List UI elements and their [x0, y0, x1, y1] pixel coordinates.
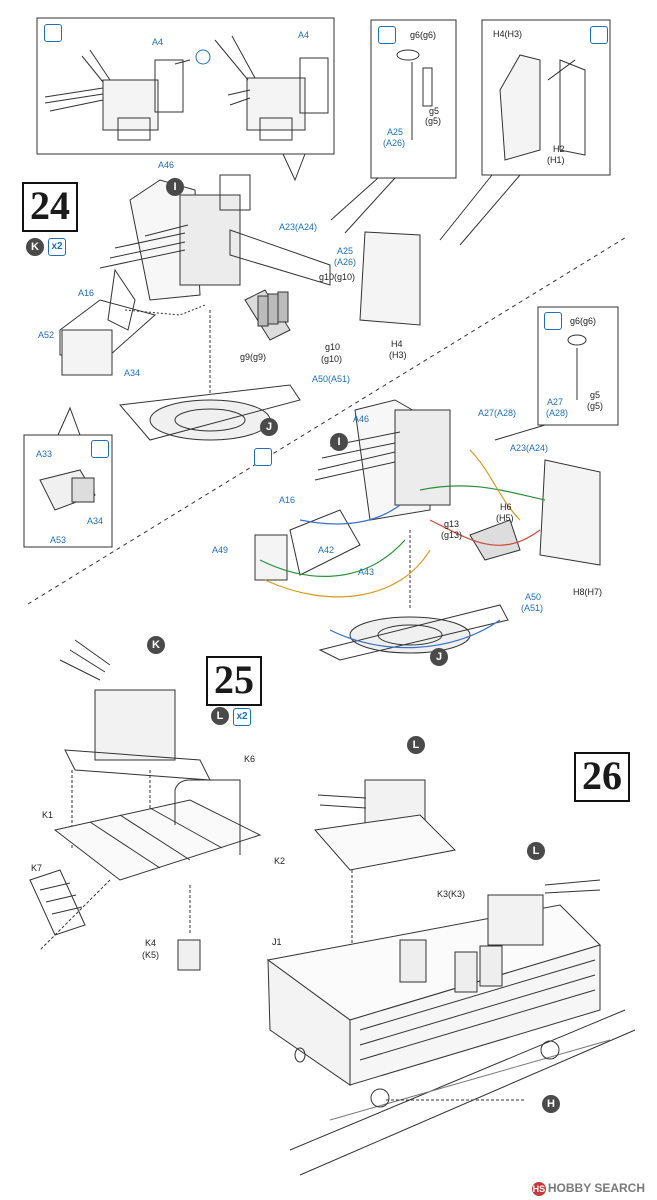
- label-a16: A16: [78, 288, 95, 298]
- step24-assembly: [23, 174, 421, 548]
- label-g5-2: g5: [590, 390, 601, 400]
- label-h4: H4: [391, 339, 403, 349]
- marker-i-2: I: [330, 433, 348, 451]
- label-g10b: g10: [325, 342, 341, 352]
- marker-l-2: L: [407, 736, 425, 754]
- glue-icon-3: [590, 26, 608, 44]
- marker-k-2: K: [147, 636, 165, 654]
- gun-sketch-right: [214, 35, 329, 141]
- label-g9: g9(g9): [240, 352, 267, 362]
- label-h2: H2: [553, 144, 565, 154]
- label-h1: (H1): [547, 155, 565, 165]
- marker-i: I: [166, 178, 184, 196]
- step26-assembly: [266, 779, 636, 1176]
- label-a26-inset: (A26): [383, 138, 406, 148]
- hobby-search-logo-icon: HS: [531, 1181, 546, 1196]
- label-g6-2: g6(g6): [570, 316, 597, 326]
- label-a46: A46: [158, 160, 175, 170]
- label-a27a28: A27(A28): [478, 408, 517, 418]
- label-g5b: (g5): [425, 116, 442, 126]
- label-a28-inset: (A28): [546, 408, 569, 418]
- label-g6: g6(g6): [410, 30, 437, 40]
- label-a51: (A51): [521, 603, 544, 613]
- label-a43: A43: [358, 567, 375, 577]
- label-k1: K1: [42, 810, 54, 820]
- label-a16-2: A16: [279, 495, 296, 505]
- label-g13b: (g13): [441, 530, 463, 540]
- times-two-icon-2: x2: [233, 708, 251, 726]
- label-h8h7: H8(H7): [573, 587, 603, 597]
- times-two-icon: x2: [48, 238, 66, 256]
- label-g5: g5: [429, 106, 440, 116]
- step-number-24: 24: [22, 182, 78, 232]
- label-k2: K2: [274, 856, 286, 866]
- marker-j: J: [260, 418, 278, 436]
- marker-h: H: [542, 1095, 560, 1113]
- footer-brand: HOBBY SEARCH: [547, 1181, 645, 1195]
- label-a23a24-2: A23(A24): [510, 443, 549, 453]
- rotate-icon: [254, 448, 272, 466]
- label-a4-right: A4: [298, 30, 310, 40]
- label-h4h3: H4(H3): [493, 29, 523, 39]
- label-k7: K7: [31, 863, 43, 873]
- label-h5: (H5): [496, 513, 514, 523]
- label-h3: (H3): [389, 350, 407, 360]
- marker-j-2: J: [430, 648, 448, 666]
- glue-icon: [44, 24, 62, 42]
- glue-icon-4: [91, 440, 109, 458]
- step25-assembly: [29, 639, 262, 971]
- marker-k: K: [26, 238, 44, 256]
- step24b-assembly: [254, 399, 601, 661]
- label-a27-inset: A27: [547, 397, 564, 407]
- step-number-25: 25: [206, 656, 262, 706]
- label-a50: A50: [525, 592, 542, 602]
- label-a42: A42: [318, 545, 335, 555]
- marker-l-3: L: [527, 842, 545, 860]
- glue-icon-5: [544, 312, 562, 330]
- glue-icon-2: [378, 26, 396, 44]
- label-g13: g13: [444, 519, 460, 529]
- label-k6: K6: [244, 754, 256, 764]
- label-a34-inset: A34: [87, 516, 104, 526]
- label-a52: A52: [38, 330, 55, 340]
- label-k4: K4: [145, 938, 157, 948]
- gun-sketch-left: [44, 49, 191, 141]
- label-g10a: g10(g10): [319, 272, 356, 282]
- label-a4-left: A4: [152, 37, 164, 47]
- label-a50a51: A50(A51): [312, 374, 351, 384]
- label-a25: A25: [337, 246, 354, 256]
- label-k5: (K5): [142, 950, 160, 960]
- label-g10c: (g10): [321, 354, 343, 364]
- label-k3: K3(K3): [437, 889, 466, 899]
- label-a23a24: A23(A24): [279, 222, 318, 232]
- label-a33: A33: [36, 449, 53, 459]
- label-h6: H6: [500, 502, 512, 512]
- label-j1: J1: [272, 937, 282, 947]
- label-a26: (A26): [334, 257, 357, 267]
- label-g5b-2: (g5): [587, 401, 604, 411]
- marker-l: L: [211, 707, 229, 725]
- label-a53: A53: [50, 535, 67, 545]
- label-a34: A34: [124, 368, 141, 378]
- label-a25-inset: A25: [387, 127, 404, 137]
- step-number-26: 26: [574, 752, 630, 802]
- label-a49: A49: [212, 545, 229, 555]
- label-a46-2: A46: [353, 414, 370, 424]
